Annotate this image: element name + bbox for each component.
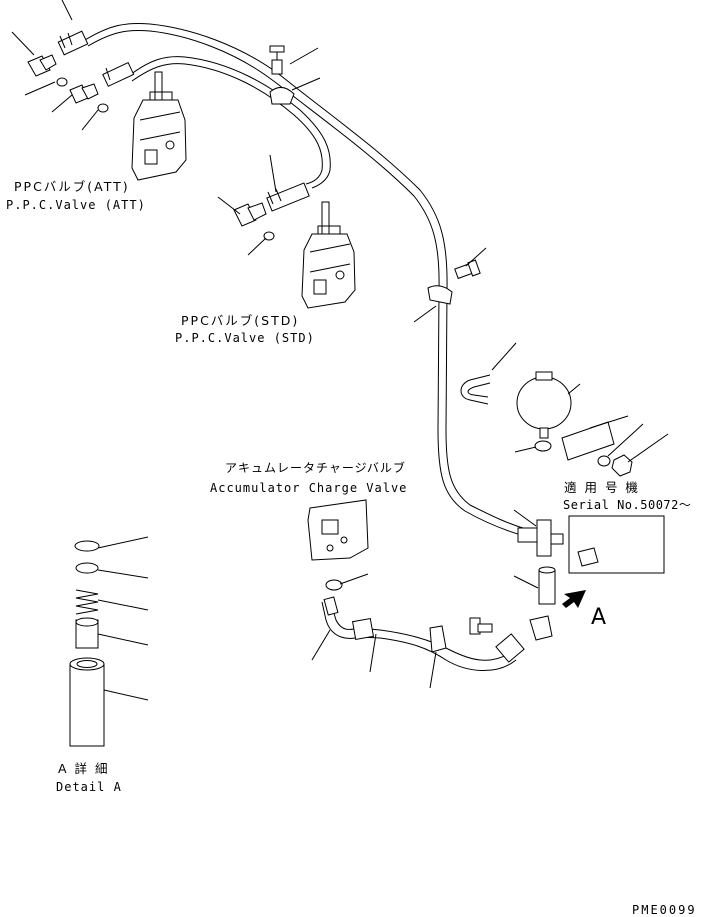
leader-lines — [11, 0, 669, 701]
u-bolt — [460, 374, 491, 405]
upper-hose-inner — [129, 56, 331, 189]
ppc-att-jp-label: PPCバルブ(ATT) — [14, 179, 130, 194]
hose-end-fitting-3 — [266, 182, 310, 212]
snap-ring — [74, 540, 100, 552]
plunger — [75, 617, 99, 649]
serial-box — [568, 515, 665, 574]
elbow-fitting-lower — [529, 615, 553, 641]
accumulator — [516, 371, 572, 439]
ppc-att-en-label: P.P.C.Valve (ATT) — [6, 198, 146, 212]
spring — [75, 589, 99, 615]
acc-en-label: Accumulator Charge Valve — [210, 481, 407, 495]
ppc-std-en-label: P.P.C.Valve (STD) — [175, 331, 315, 345]
clamp-mid — [427, 285, 453, 305]
o-ring-att-1 — [56, 77, 68, 87]
tee-fitting — [517, 519, 564, 557]
washer — [597, 455, 611, 467]
o-ring-acv — [325, 579, 343, 591]
serial-label: Serial No.50072～ — [563, 498, 691, 512]
o-ring-accumulator — [534, 440, 552, 452]
mounting-bracket — [561, 421, 615, 461]
nut — [611, 454, 633, 477]
applicable-jp-label: 適 用 号 機 — [564, 480, 640, 495]
clamp-bolt-top — [269, 45, 285, 75]
accumulator-charge-valve — [307, 499, 369, 561]
o-ring-std — [263, 231, 275, 241]
check-valve-cartridge — [538, 566, 556, 605]
page-code: PME0099 — [632, 903, 697, 917]
elbow-fitting-right — [577, 547, 599, 567]
detail-jp-label: A 詳 細 — [58, 761, 110, 776]
upper-hose-outer — [84, 22, 531, 538]
view-arrow — [562, 590, 586, 608]
ppc-std-jp-label: PPCバルブ(STD) — [181, 313, 299, 328]
elbow-fitting-att-1 — [27, 54, 57, 77]
elbow-fitting-att-2 — [69, 83, 99, 104]
lower-bolt — [469, 617, 493, 635]
bolt-mid — [454, 259, 481, 280]
acc-jp-label: アキュムレータチャージバルブ — [225, 460, 406, 475]
view-letter-a: A — [591, 605, 606, 630]
washer-detail — [75, 562, 99, 574]
hose-end-fitting-1 — [57, 30, 89, 56]
ppc-valve-att — [131, 71, 187, 181]
lower-hose — [321, 596, 525, 672]
clamp-top — [269, 87, 295, 105]
hose-end-fitting-2 — [102, 61, 135, 87]
lower-clamp — [429, 625, 447, 653]
valve-body-detail — [69, 657, 105, 747]
elbow-fitting-std — [233, 202, 267, 227]
o-ring-att-2 — [97, 103, 109, 113]
ppc-valve-std — [301, 201, 356, 309]
detail-en-label: Detail A — [56, 780, 122, 794]
